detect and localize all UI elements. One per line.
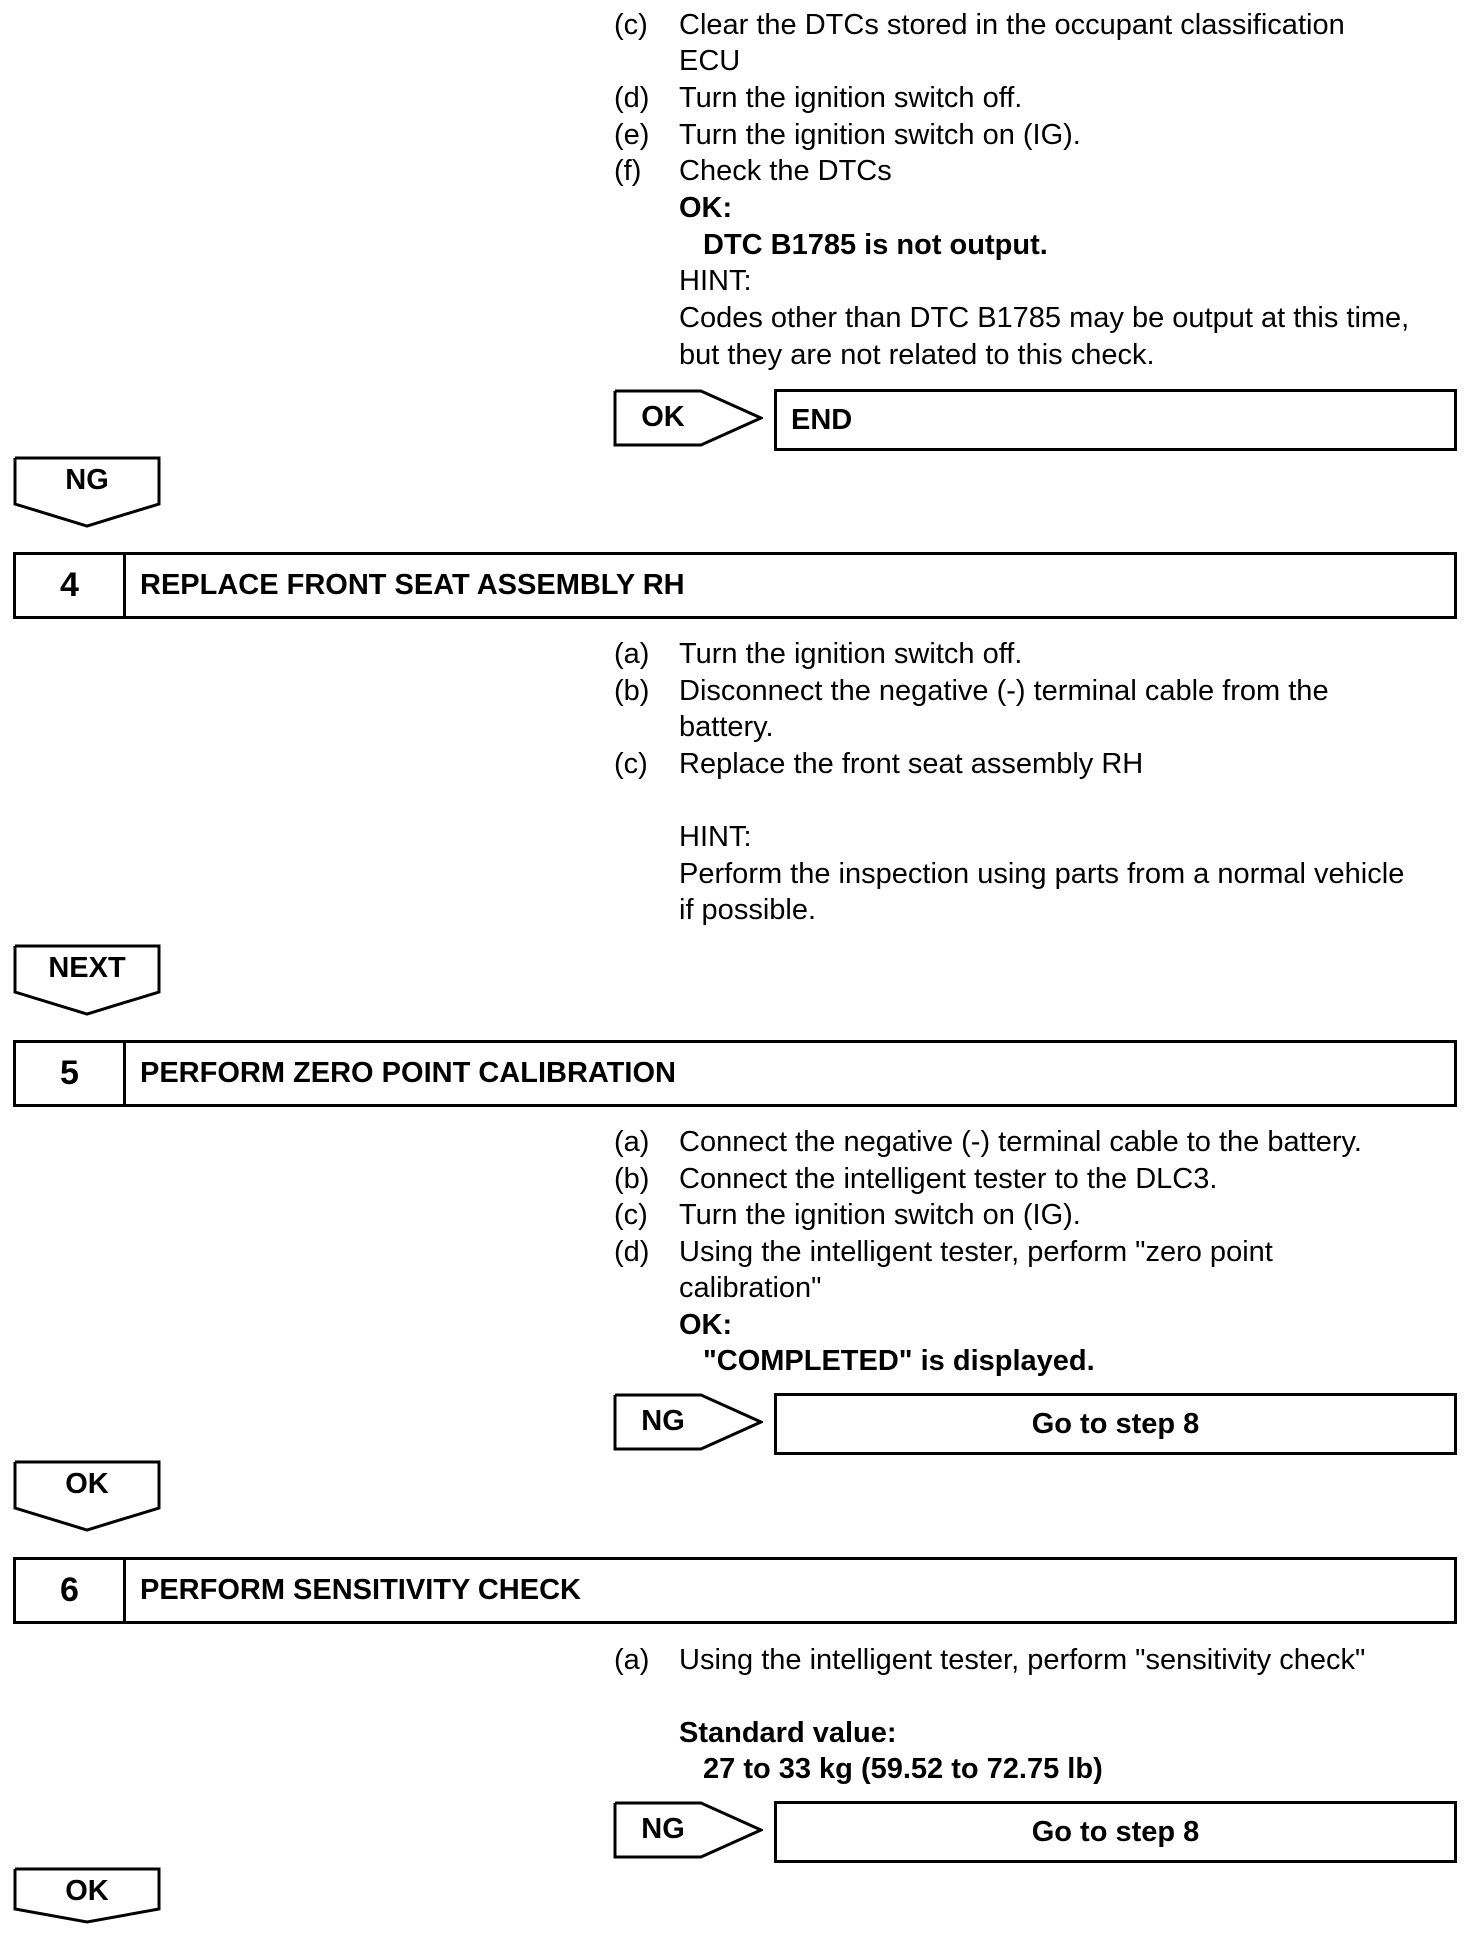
- step-number: 5: [16, 1043, 126, 1104]
- ng-arrow-tag: NG: [613, 1801, 763, 1861]
- ok-label: OK:: [679, 1309, 733, 1341]
- hint-text: Perform the inspection using parts from …: [679, 858, 1405, 890]
- instruction-text: Check the DTCs: [679, 155, 892, 187]
- instruction-text: Connect the negative (-) terminal cable …: [679, 1126, 1362, 1158]
- standard-value: 27 to 33 kg (59.52 to 72.75 lb): [703, 1753, 1103, 1785]
- ok-value: DTC B1785 is not output.: [703, 229, 1048, 261]
- ng-down-tag: NG: [13, 456, 161, 528]
- ok-down-tag: OK: [13, 1867, 161, 1939]
- arrow-right-icon: [613, 389, 763, 447]
- instruction-text: Disconnect the negative (-) terminal cab…: [679, 675, 1329, 707]
- instruction-text: ECU: [679, 45, 741, 77]
- step-number: 4: [16, 555, 126, 616]
- instruction-text: battery.: [679, 711, 774, 743]
- ok-arrow-tag: OK: [613, 389, 763, 449]
- instruction-text: Using the intelligent tester, perform "s…: [679, 1644, 1366, 1676]
- hint-text: but they are not related to this check.: [679, 339, 1155, 371]
- step-title: PERFORM ZERO POINT CALIBRATION: [140, 1057, 676, 1089]
- item-label-d: (d): [614, 1236, 650, 1268]
- instruction-text: Turn the ignition switch on (IG).: [679, 119, 1081, 151]
- step-4-header: 4 REPLACE FRONT SEAT ASSEMBLY RH: [13, 552, 1457, 619]
- item-label-c: (c): [614, 1199, 648, 1231]
- ok-down-tag: OK: [13, 1460, 161, 1532]
- step-6-header: 6 PERFORM SENSITIVITY CHECK: [13, 1557, 1457, 1624]
- arrow-tag-label: NG: [641, 1405, 685, 1437]
- next-down-tag: NEXT: [13, 944, 161, 1016]
- ok-label: OK:: [679, 192, 733, 224]
- instruction-text: Turn the ignition switch on (IG).: [679, 1199, 1081, 1231]
- instruction-text: Clear the DTCs stored in the occupant cl…: [679, 9, 1345, 41]
- down-tag-label: OK: [65, 1875, 109, 1907]
- item-label-a: (a): [614, 1644, 650, 1676]
- item-label-e: (e): [614, 119, 650, 151]
- result-box-goto-step[interactable]: Go to step 8: [774, 1393, 1457, 1455]
- ng-arrow-tag: NG: [613, 1393, 763, 1453]
- item-label-b: (b): [614, 1163, 650, 1195]
- arrow-tag-label: NG: [641, 1813, 685, 1845]
- step-title: REPLACE FRONT SEAT ASSEMBLY RH: [140, 569, 685, 601]
- step-number: 6: [16, 1560, 126, 1621]
- down-tag-label: NEXT: [48, 952, 126, 984]
- step-5-header: 5 PERFORM ZERO POINT CALIBRATION: [13, 1040, 1457, 1107]
- hint-label: HINT:: [679, 821, 752, 853]
- hint-text: if possible.: [679, 894, 817, 926]
- arrow-right-icon: [613, 1801, 763, 1859]
- item-label-f: (f): [614, 155, 642, 187]
- hint-text: Codes other than DTC B1785 may be output…: [679, 302, 1410, 334]
- item-label-c: (c): [614, 9, 648, 41]
- result-text: Go to step 8: [1031, 1816, 1200, 1848]
- instruction-text: Replace the front seat assembly RH: [679, 748, 1144, 780]
- instruction-text: Using the intelligent tester, perform "z…: [679, 1236, 1273, 1268]
- arrow-down-icon: [13, 1460, 161, 1532]
- item-label-d: (d): [614, 82, 650, 114]
- arrow-tag-label: OK: [641, 401, 685, 433]
- instruction-text: Turn the ignition switch off.: [679, 82, 1023, 114]
- step-title: PERFORM SENSITIVITY CHECK: [140, 1574, 581, 1606]
- ok-value: "COMPLETED" is displayed.: [703, 1345, 1095, 1377]
- arrow-down-icon: [13, 944, 161, 1016]
- result-box-end[interactable]: END: [774, 389, 1457, 451]
- item-label-c: (c): [614, 748, 648, 780]
- item-label-a: (a): [614, 638, 650, 670]
- instruction-text: Turn the ignition switch off.: [679, 638, 1023, 670]
- arrow-right-icon: [613, 1393, 763, 1451]
- standard-value-label: Standard value:: [679, 1717, 897, 1749]
- instruction-text: Connect the intelligent tester to the DL…: [679, 1163, 1218, 1195]
- arrow-down-icon: [13, 1867, 161, 1924]
- arrow-down-icon: [13, 456, 161, 528]
- item-label-a: (a): [614, 1126, 650, 1158]
- result-text: END: [791, 404, 853, 436]
- down-tag-label: OK: [65, 1468, 109, 1500]
- instruction-text: calibration": [679, 1272, 822, 1304]
- hint-label: HINT:: [679, 265, 752, 297]
- down-tag-label: NG: [65, 464, 109, 496]
- result-text: Go to step 8: [1031, 1408, 1200, 1440]
- result-box-goto-step[interactable]: Go to step 8: [774, 1801, 1457, 1863]
- item-label-b: (b): [614, 675, 650, 707]
